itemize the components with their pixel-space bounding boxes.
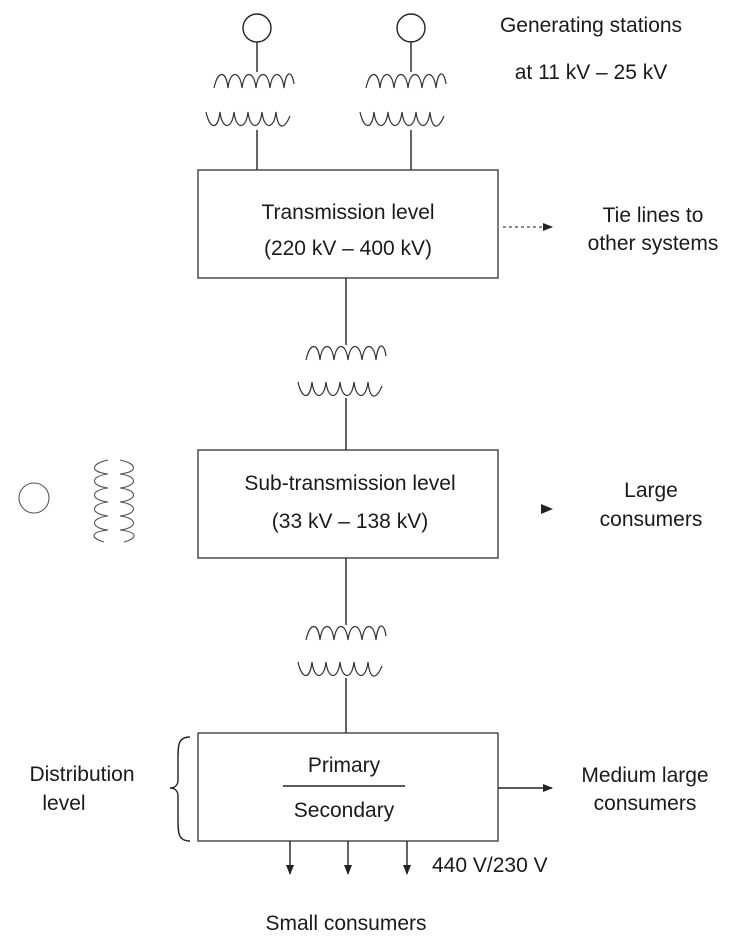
large-consumers-arrow [541, 504, 553, 514]
transmission-level-box [197, 169, 499, 279]
distribution-level-box [197, 732, 499, 842]
subtransmission-level-range: (33 kV – 138 kV) [272, 510, 428, 533]
distribution-secondary-label: Secondary [294, 799, 395, 822]
subtransmission-level-title: Sub-transmission level [244, 472, 455, 495]
large-consumers-label-2: consumers [600, 508, 703, 531]
step-down-transformer-1-icon [297, 345, 387, 397]
small-consumers-label: Small consumers [265, 912, 426, 935]
distribution-level-label-2: level [42, 792, 85, 815]
generating-stations-label-1: Generating stations [500, 14, 682, 37]
distribution-voltage-label: 440 V/230 V [432, 854, 548, 877]
distribution-level-label-1: Distribution [29, 763, 134, 786]
transmission-level-range: (220 kV – 400 kV) [264, 237, 432, 260]
generator-2-icon [396, 13, 426, 43]
tie-lines-label-2: other systems [588, 232, 719, 255]
side-generator-transformer-icon [93, 459, 135, 543]
step-up-transformer-1-icon [205, 73, 295, 127]
medium-large-label-1: Medium large [581, 764, 708, 787]
tie-lines-label-1: Tie lines to [603, 204, 704, 227]
step-up-transformer-2-icon [359, 73, 447, 127]
large-consumers-label-1: Large [624, 479, 678, 502]
medium-large-label-2: consumers [594, 792, 697, 815]
distribution-primary-label: Primary [308, 754, 381, 777]
generating-stations-label-2: at 11 kV – 25 kV [515, 61, 668, 84]
generator-3-icon [18, 482, 50, 514]
generator-1-icon [242, 13, 272, 43]
subtransmission-level-box [197, 449, 499, 559]
transmission-level-title: Transmission level [261, 201, 434, 224]
distribution-brace [169, 736, 191, 842]
step-down-transformer-2-icon [297, 625, 387, 677]
